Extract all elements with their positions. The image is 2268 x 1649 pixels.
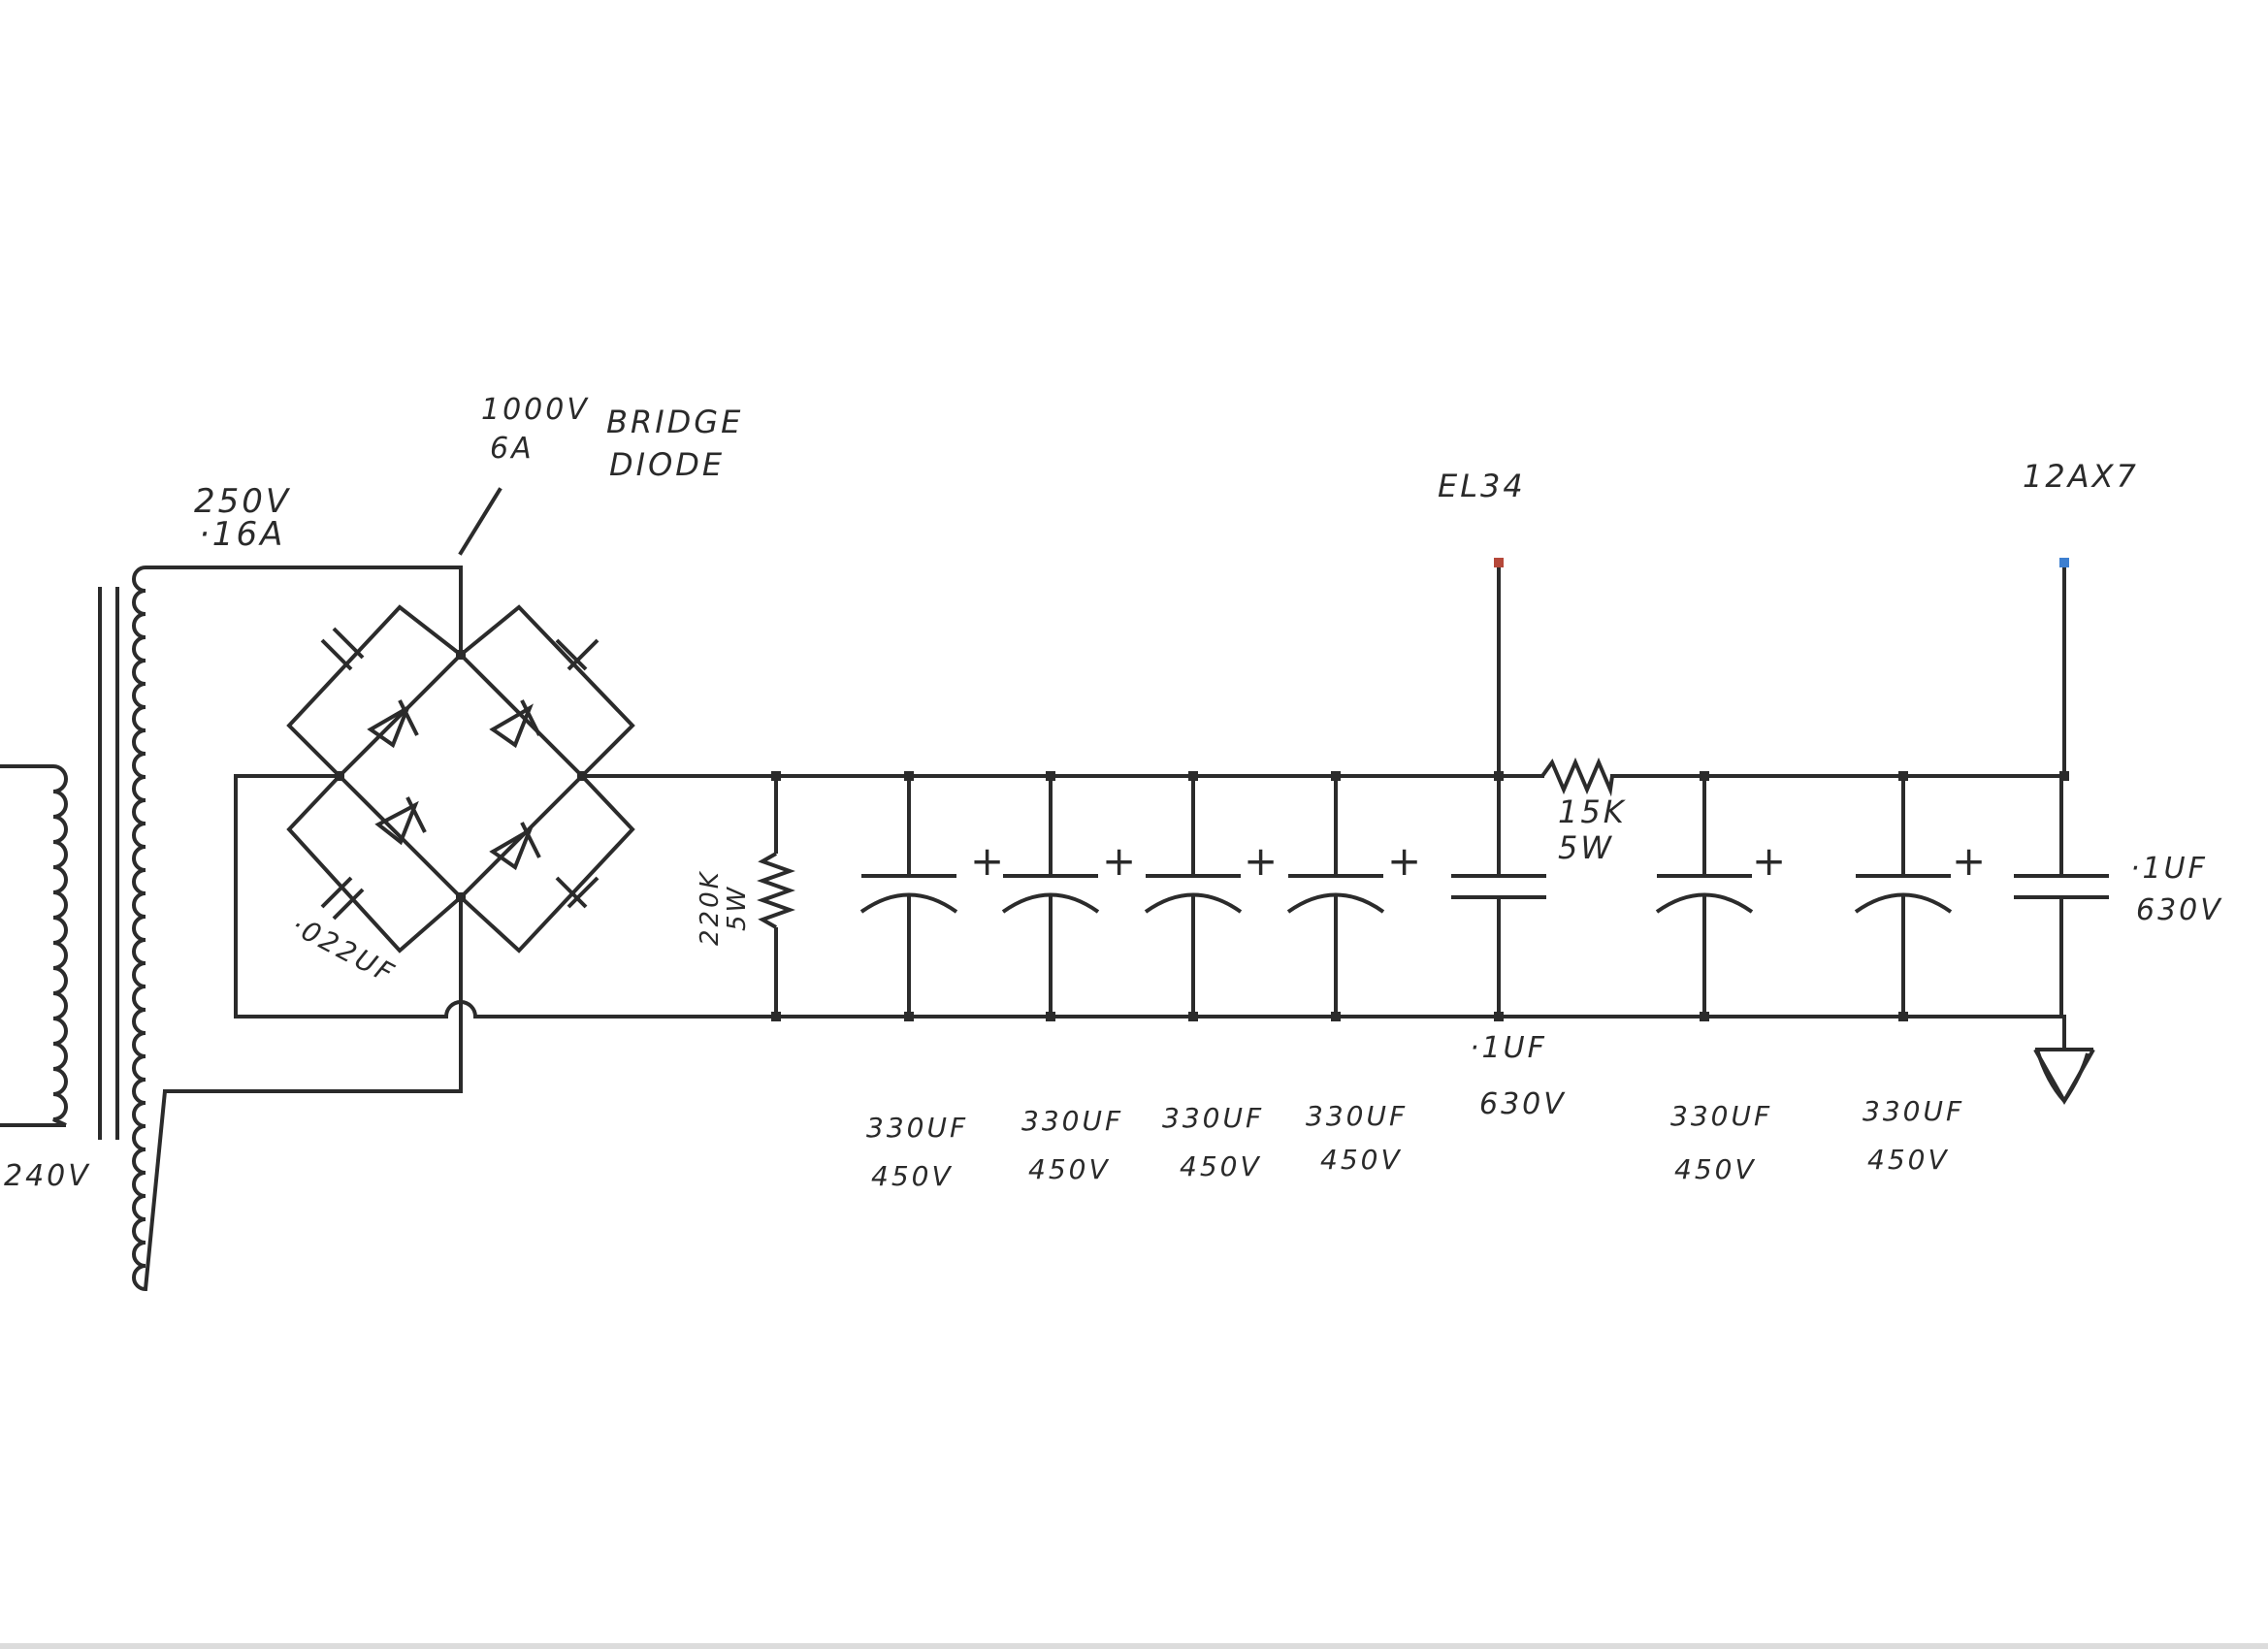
- negative-return-wire: [234, 774, 448, 1018]
- secondary-top-wire: [163, 566, 463, 657]
- bridge-voltage-label: 1000V: [481, 393, 590, 427]
- transformer: [0, 566, 167, 1292]
- film-cap-2: [2014, 776, 2109, 1017]
- crossover-hump: [443, 1000, 478, 1019]
- bridge-current-label: 6A: [490, 432, 535, 466]
- snubber-outer-left-bottom: [286, 774, 463, 954]
- bridge-node-top: [456, 650, 466, 660]
- electrolytic-cap-2: [1001, 776, 1100, 1017]
- electrolytic-1-value-label: 330UF: [866, 1112, 968, 1144]
- film-cap-2-value-label: ·1UF: [2130, 852, 2208, 886]
- bridge-rating-pointer: [458, 487, 502, 556]
- bridge-rectifier: [286, 604, 635, 954]
- el34-tap-marker: [1494, 558, 1504, 567]
- secondary-bottom-wire: [163, 895, 463, 1093]
- dropping-wattage-label: 5W: [1558, 829, 1614, 866]
- electrolytic-1-voltage-label: 450V: [871, 1160, 954, 1192]
- bridge-type-label: DIODE: [609, 446, 725, 483]
- dropping-resistor: [1540, 757, 1614, 797]
- primary-voltage-label: 240V: [4, 1159, 91, 1193]
- plus-mark: +: [1387, 837, 1421, 885]
- electrolytic-5-voltage-label: 450V: [1674, 1153, 1757, 1185]
- bleeder-wattage-label: 5W: [723, 885, 752, 931]
- snubber-cap-top-right: [555, 638, 599, 671]
- electrolytic-5-value-label: 330UF: [1670, 1100, 1772, 1132]
- plus-mark: +: [1244, 837, 1278, 885]
- secondary-current-label: ·16A: [199, 515, 285, 554]
- ground-symbol: [2033, 1017, 2095, 1106]
- diode-top-left: [367, 699, 419, 749]
- el34-tap-label: EL34: [1438, 468, 1526, 504]
- secondary-winding: [132, 566, 167, 1292]
- plus-mark: +: [1102, 837, 1136, 885]
- dropping-resistance-label: 15K: [1558, 793, 1627, 830]
- secondary-rating-label: 250V: [194, 482, 291, 521]
- snubber-outer-right-top: [459, 604, 635, 778]
- rail-junctions: [771, 771, 2069, 1021]
- electrolytic-4-voltage-label: 450V: [1320, 1144, 1403, 1176]
- bridge-node-bottom: [456, 892, 466, 902]
- electrolytic-cap-4: [1286, 776, 1385, 1017]
- snubber-cap-bottom-left: [320, 876, 365, 921]
- diode-bottom-right: [489, 822, 541, 871]
- bleeder-resistor: [757, 776, 795, 1017]
- primary-winding: [0, 764, 68, 1127]
- snubber-outer-right-bottom: [459, 774, 635, 954]
- snubber-cap-bottom-right: [555, 876, 599, 909]
- bridge-name-label: BRIDGE: [606, 404, 743, 440]
- scan-edge: [0, 1643, 2268, 1649]
- plus-mark: +: [970, 837, 1004, 885]
- electrolytic-4-value-label: 330UF: [1306, 1100, 1408, 1132]
- electrolytic-cap-3: [1144, 776, 1243, 1017]
- film-cap-1-value-label: ·1UF: [1470, 1031, 1547, 1065]
- bridge-diamond: [337, 652, 585, 900]
- diode-bottom-left: [374, 796, 427, 846]
- preamp-tap-label: 12AX7: [2023, 458, 2139, 495]
- preamp-tap-marker: [2059, 558, 2069, 567]
- electrolytic-3-value-label: 330UF: [1162, 1102, 1264, 1134]
- electrolytic-cap-6: [1854, 776, 1953, 1017]
- snubber-cap-label: ·022UF: [286, 909, 402, 990]
- film-cap-1-voltage-label: 630V: [1479, 1087, 1567, 1121]
- plus-mark: +: [1752, 837, 1786, 885]
- electrolytic-cap-1: [859, 776, 958, 1017]
- diode-top-right: [489, 699, 541, 749]
- electrolytic-2-voltage-label: 450V: [1028, 1153, 1111, 1185]
- electrolytic-6-value-label: 330UF: [1863, 1095, 1964, 1127]
- polarity-marks: + + + + + +: [970, 837, 1986, 885]
- snubber-cap-top-left: [320, 627, 365, 671]
- plus-mark: +: [1952, 837, 1986, 885]
- electrolytic-cap-5: [1655, 776, 1754, 1017]
- film-cap-2-voltage-label: 630V: [2136, 893, 2223, 927]
- electrolytic-2-value-label: 330UF: [1021, 1105, 1123, 1137]
- electrolytic-3-voltage-label: 450V: [1180, 1150, 1262, 1182]
- electrolytic-6-voltage-label: 450V: [1867, 1144, 1950, 1176]
- bleeder-resistance-label: 220K: [696, 869, 725, 946]
- snubber-outer-left-top: [286, 604, 463, 778]
- film-cap-1: [1451, 776, 1546, 1017]
